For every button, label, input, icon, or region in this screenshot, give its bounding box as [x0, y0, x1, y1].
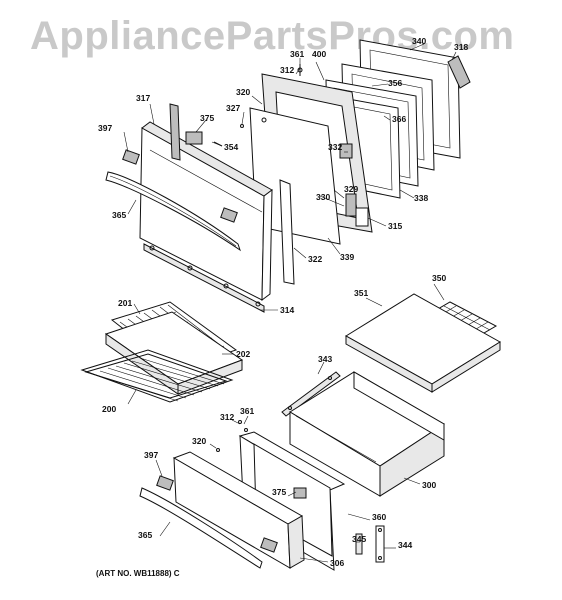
callout-label: 400 — [312, 49, 326, 59]
callout-label: 327 — [226, 103, 240, 113]
callout-label: 350 — [432, 273, 446, 283]
callout-label: 340 — [412, 36, 426, 46]
callout-label: 315 — [388, 221, 402, 231]
callout-label: 329 — [344, 184, 358, 194]
callout-label: 360 — [372, 512, 386, 522]
drawer-handle-365 — [139, 487, 263, 569]
drawer-pan-351 — [345, 293, 501, 393]
callout-label: 397 — [144, 450, 158, 460]
door-handle-365 — [105, 171, 241, 252]
hinge-329-315 — [339, 143, 369, 227]
callout-label: 397 — [98, 123, 112, 133]
callout-label: 345 — [352, 534, 366, 544]
callout-label: 332 — [328, 142, 342, 152]
callout-label: 351 — [354, 288, 368, 298]
art-number: (ART NO. WB11888) C — [96, 569, 180, 578]
callout-label: 320 — [236, 87, 250, 97]
callout-label: 330 — [316, 192, 330, 202]
callout-label: 365 — [112, 210, 126, 220]
callout-label: 300 — [422, 480, 436, 490]
drawer-glide-345 — [355, 533, 363, 555]
callout-label: 354 — [224, 142, 238, 152]
callout-label: 317 — [136, 93, 150, 103]
callout-label: 312 — [280, 65, 294, 75]
callout-labels: 340 318 361 400 312 356 320 327 375 366 … — [98, 36, 468, 568]
oven-rack-200 — [80, 349, 234, 403]
callout-label: 343 — [318, 354, 332, 364]
callout-label: 201 — [118, 298, 132, 308]
callout-label: 375 — [272, 487, 286, 497]
drawer-rail-343 — [281, 371, 341, 417]
callout-label: 200 — [102, 404, 116, 414]
callout-label: 361 — [240, 406, 254, 416]
callout-label: 318 — [454, 42, 468, 52]
watermark-text: AppliancePartsPros.com — [30, 14, 515, 58]
door-channel-375-upper — [169, 103, 203, 161]
callout-label: 344 — [398, 540, 412, 550]
door-handle-clip-318 — [447, 55, 471, 89]
door-channel-322 — [279, 179, 295, 285]
drawer-front-306 — [156, 451, 305, 569]
screws-lower — [216, 420, 248, 452]
drawer-body-300 — [289, 371, 445, 497]
callout-label: 322 — [308, 254, 322, 264]
drawer-glide-344 — [375, 525, 385, 563]
callout-label: 312 — [220, 412, 234, 422]
door-vent-trim-314 — [143, 243, 265, 313]
callout-label: 366 — [392, 114, 406, 124]
callout-label: 320 — [192, 436, 206, 446]
callout-label: 361 — [290, 49, 304, 59]
callout-label: 338 — [414, 193, 428, 203]
callout-label: 202 — [236, 349, 250, 359]
leader-lines — [123, 43, 457, 563]
callout-label: 306 — [330, 558, 344, 568]
callout-label: 314 — [280, 305, 294, 315]
callout-label: 356 — [388, 78, 402, 88]
callout-label: 339 — [340, 252, 354, 262]
callout-label: 375 — [200, 113, 214, 123]
callout-label: 365 — [138, 530, 152, 540]
